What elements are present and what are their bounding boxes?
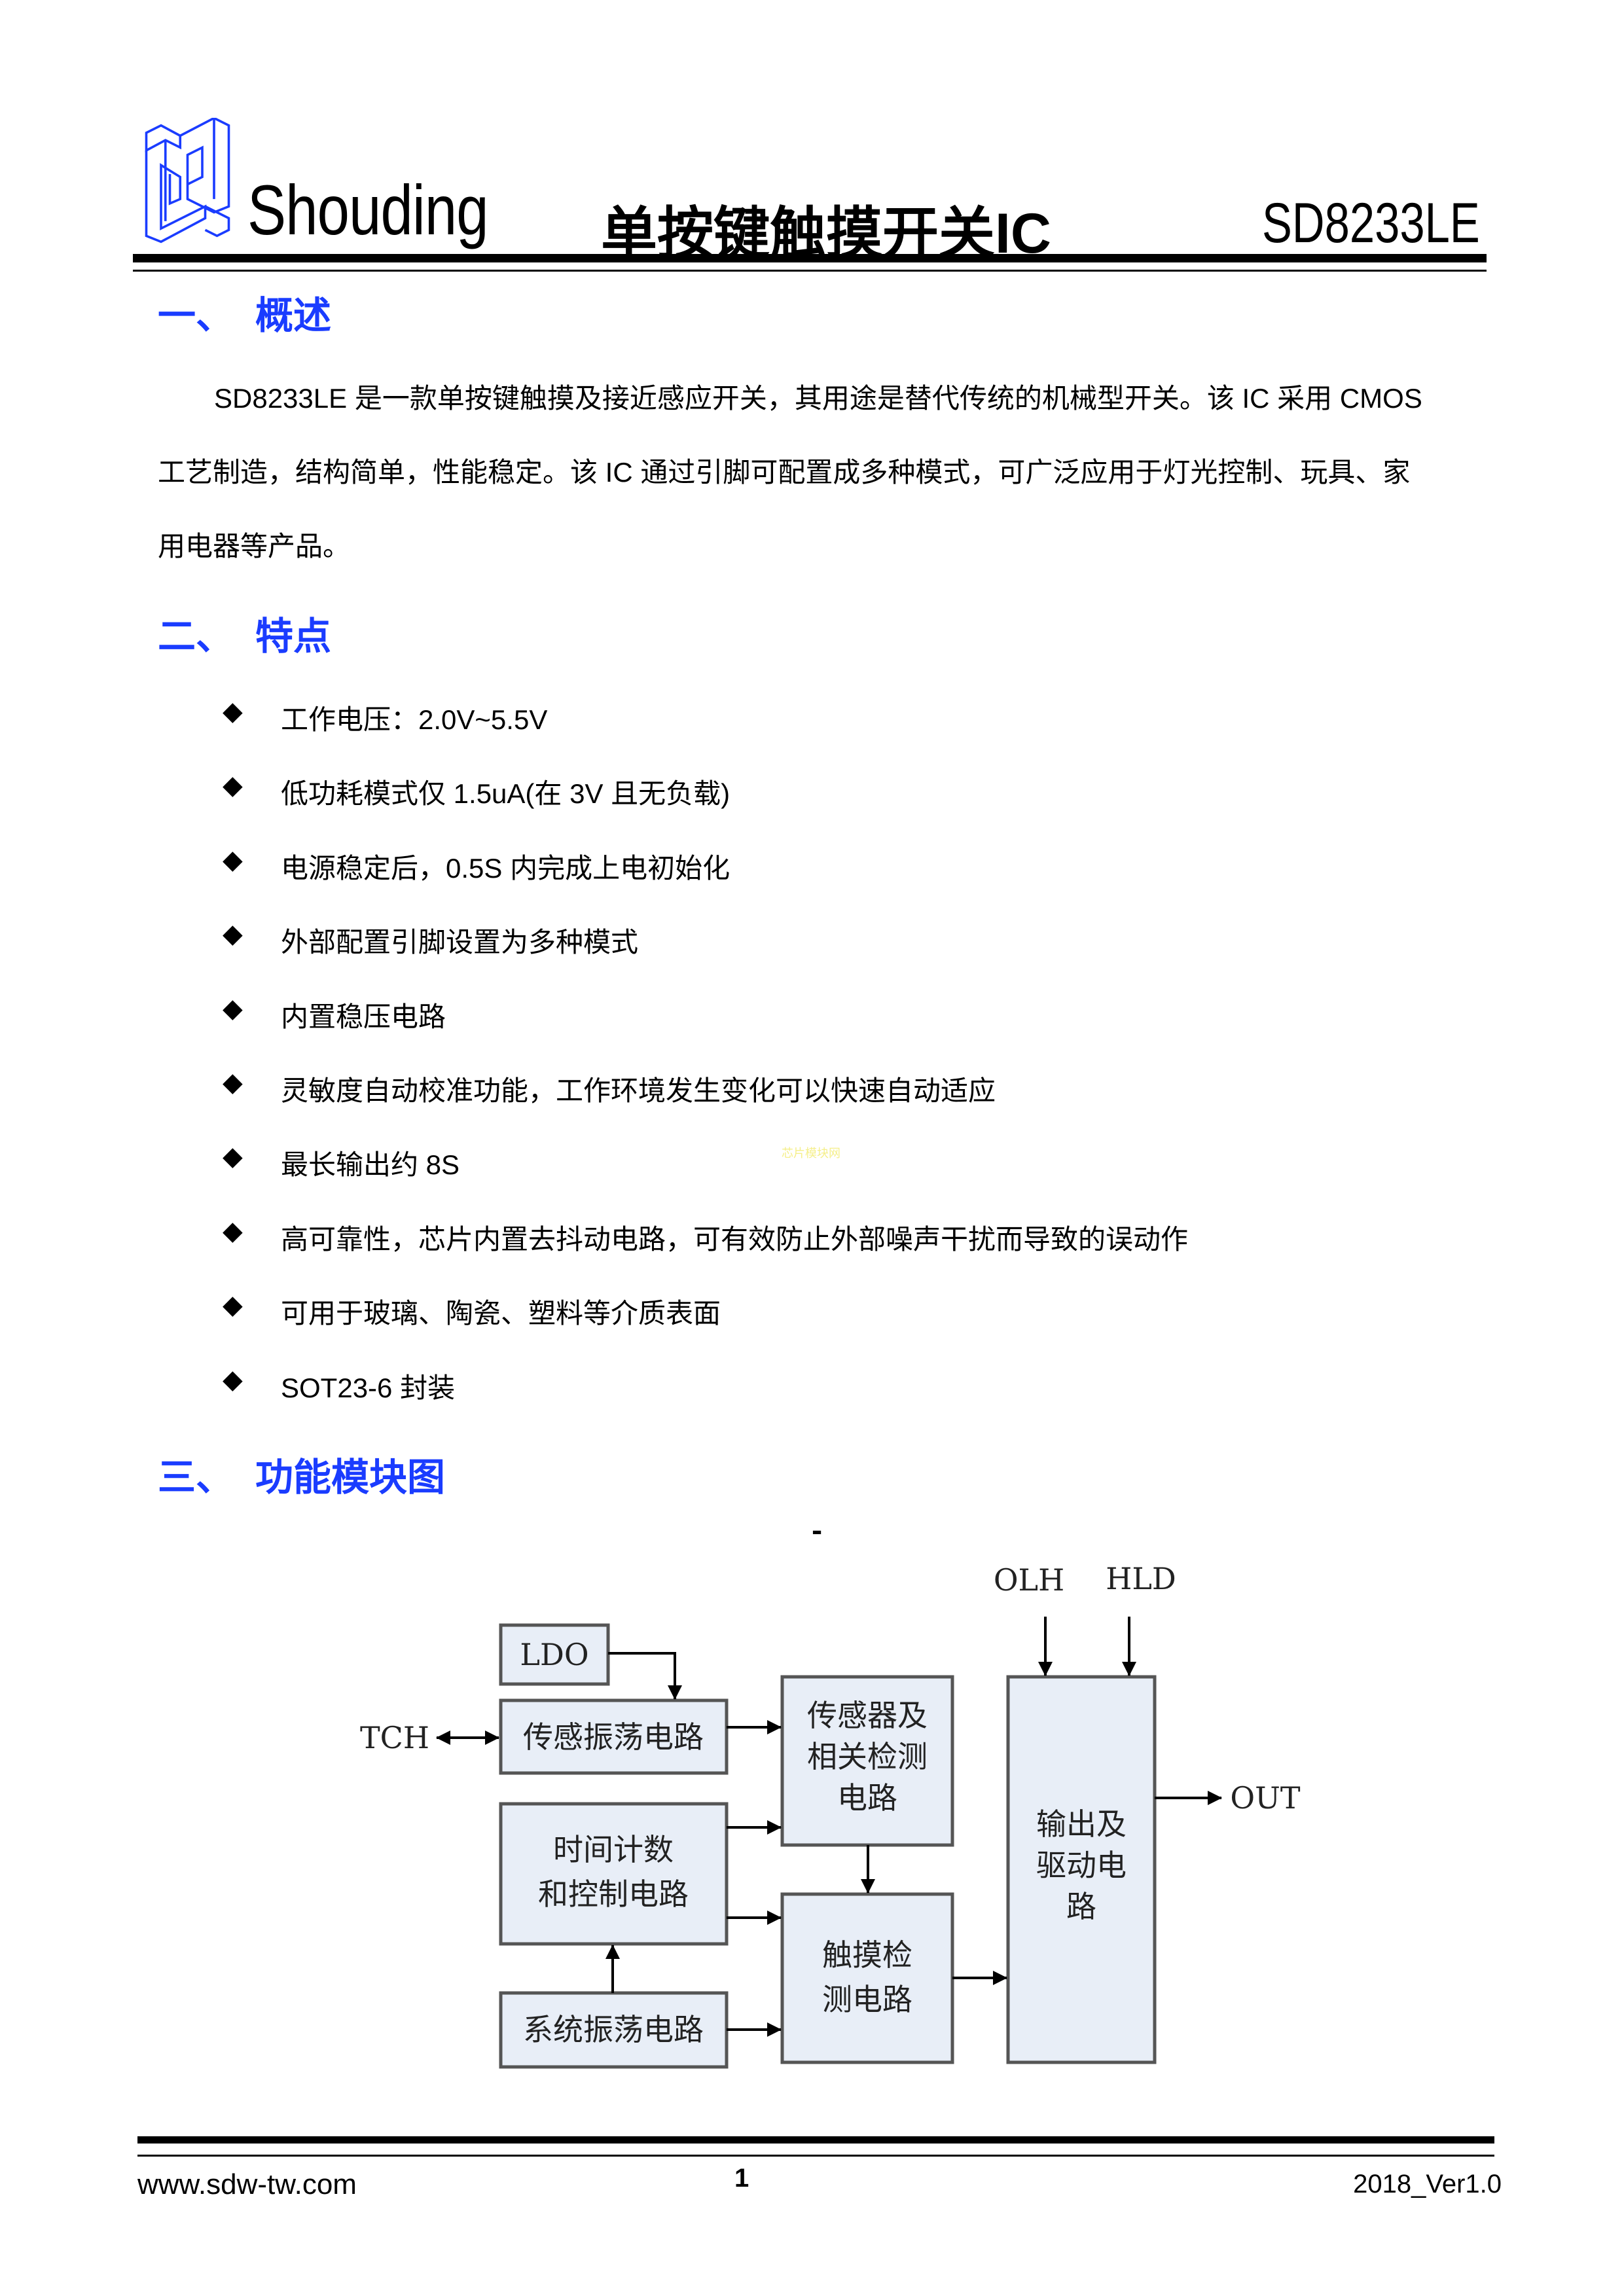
timer-control-label: 时间计数 bbox=[553, 1832, 674, 1867]
footer-version: 2018_Ver1.0 bbox=[1353, 2170, 1502, 2198]
output-driver-label: 输出及 bbox=[1036, 1806, 1127, 1842]
watermark: 芯片模块网 bbox=[782, 1147, 840, 1160]
overview-line: 工艺制造，结构简单，性能稳定。该 IC 通过引脚可配置成多种模式，可广泛应用于灯… bbox=[158, 457, 1411, 488]
ldo-label: LDO bbox=[520, 1637, 588, 1672]
bullet-diamond-icon: ◆ bbox=[223, 1216, 243, 1246]
feature-item: 最长输出约 8S bbox=[281, 1149, 460, 1181]
footer-rule-thick bbox=[137, 2136, 1494, 2144]
system-oscillator-block bbox=[499, 1991, 729, 2069]
bullet-diamond-icon: ◆ bbox=[223, 920, 243, 949]
section-title-block-diagram: 功能模块图 bbox=[255, 1456, 446, 1499]
touch-detect-label: 触摸检 bbox=[822, 1937, 912, 1973]
section-title-overview: 概述 bbox=[255, 295, 332, 337]
brand-name: Shouding bbox=[247, 170, 489, 249]
pin-olh-label: OLH bbox=[994, 1562, 1064, 1598]
shouding-logo-icon bbox=[145, 118, 230, 243]
feature-item: 高可靠性，芯片内置去抖动电路，可有效防止外部噪声干扰而导致的误动作 bbox=[281, 1223, 1189, 1255]
output-driver-label: 路 bbox=[1066, 1889, 1096, 1924]
part-number: SD8233LE bbox=[1262, 192, 1480, 255]
feature-item: SOT23-6 封装 bbox=[281, 1372, 456, 1403]
ldo-block bbox=[499, 1623, 610, 1686]
bullet-diamond-icon: ◆ bbox=[223, 994, 243, 1023]
pin-out-label: OUT bbox=[1230, 1780, 1300, 1816]
header-rule-thick bbox=[133, 254, 1487, 262]
header-rule-thin bbox=[133, 270, 1487, 272]
timer-control-label: 和控制电路 bbox=[538, 1876, 689, 1912]
feature-item: 工作电压：2.0V~5.5V bbox=[281, 704, 548, 735]
feature-item: 内置稳压电路 bbox=[281, 1001, 446, 1032]
ldo-arrow bbox=[608, 1652, 682, 1700]
sense-oscillator-label: 传感振荡电路 bbox=[523, 1719, 704, 1755]
footer-website: www.sdw-tw.com bbox=[137, 2168, 357, 2200]
output-driver-block bbox=[1006, 1675, 1157, 2064]
footer-rule-thin bbox=[137, 2155, 1494, 2157]
bullet-diamond-icon: ◆ bbox=[223, 1142, 243, 1172]
overview-line: 用电器等产品。 bbox=[158, 531, 351, 562]
bullet-diamond-icon: ◆ bbox=[223, 697, 243, 726]
pin-tch-label: TCH bbox=[360, 1720, 429, 1755]
feature-item: 可用于玻璃、陶瓷、塑料等介质表面 bbox=[281, 1298, 721, 1329]
pin-hld-label: HLD bbox=[1106, 1561, 1176, 1596]
section-number: 二、 bbox=[158, 615, 234, 658]
sensor-detect-block bbox=[780, 1675, 954, 1847]
sensor-detect-label: 相关检测 bbox=[807, 1739, 928, 1774]
feature-item: 低功耗模式仅 1.5uA(在 3V 且无负载) bbox=[281, 778, 731, 810]
output-driver-label: 驱动电 bbox=[1036, 1848, 1127, 1883]
feature-item: 电源稳定后，0.5S 内完成上电初始化 bbox=[281, 852, 731, 884]
bullet-diamond-icon: ◆ bbox=[223, 1365, 243, 1394]
section-title-features: 特点 bbox=[255, 615, 332, 658]
section-number: 三、 bbox=[158, 1456, 234, 1499]
sense-oscillator-block bbox=[499, 1698, 729, 1775]
section-number: 一、 bbox=[158, 295, 234, 337]
system-oscillator-label: 系统振荡电路 bbox=[523, 2012, 704, 2047]
bullet-diamond-icon: ◆ bbox=[223, 1068, 243, 1097]
timer-control-block bbox=[499, 1802, 729, 1946]
touch-detect-label: 测电路 bbox=[822, 1982, 912, 2017]
sensor-detect-label: 电路 bbox=[837, 1780, 897, 1816]
bullet-diamond-icon: ◆ bbox=[223, 1291, 243, 1320]
feature-item: 灵敏度自动校准功能，工作环境发生变化可以快速自动适应 bbox=[281, 1075, 996, 1106]
page-number: 1 bbox=[734, 2164, 749, 2193]
sensor-detect-label: 传感器及 bbox=[807, 1698, 928, 1733]
diagram-dash: - bbox=[812, 1515, 823, 1546]
touch-detect-block bbox=[780, 1892, 954, 2064]
overview-line: SD8233LE 是一款单按键触摸及接近感应开关，其用途是替代传统的机械型开关。… bbox=[214, 383, 1422, 414]
bullet-diamond-icon: ◆ bbox=[223, 771, 243, 800]
bullet-diamond-icon: ◆ bbox=[223, 845, 243, 874]
feature-item: 外部配置引脚设置为多种模式 bbox=[281, 927, 639, 958]
